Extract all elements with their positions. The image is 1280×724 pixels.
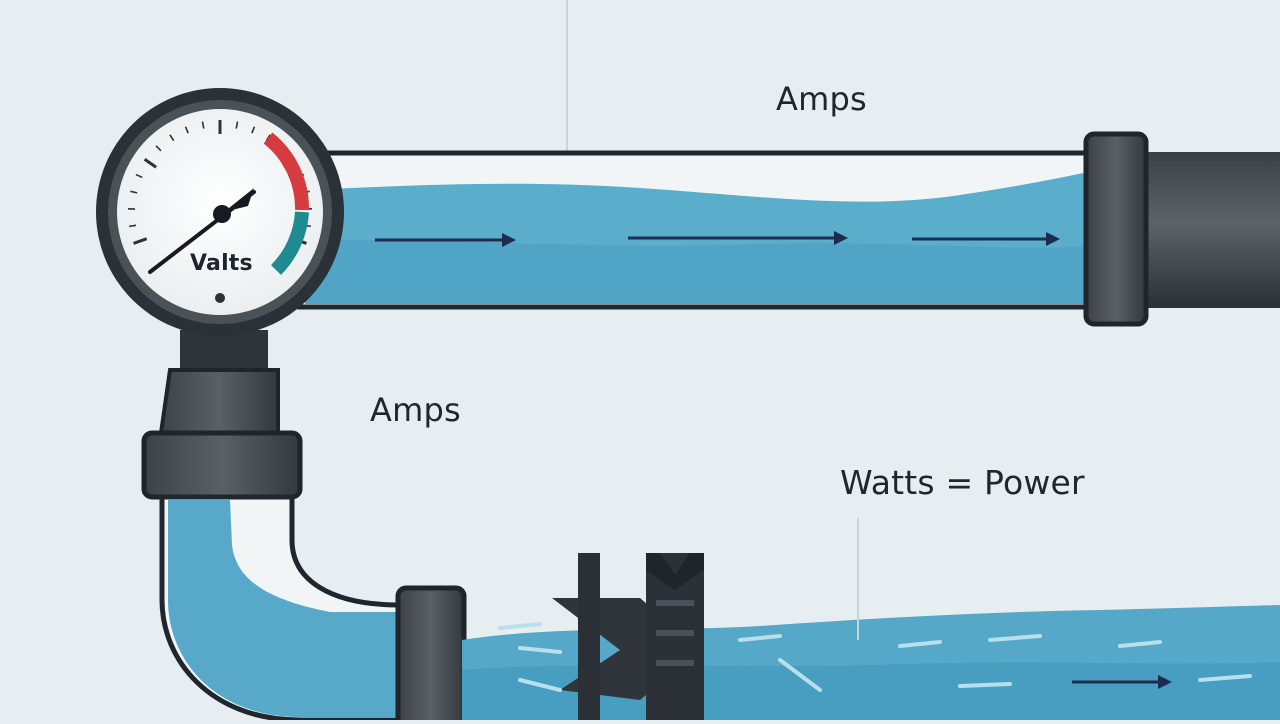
- wheel-slat-3: [656, 660, 694, 666]
- gauge-valve-body: [160, 370, 278, 440]
- pipe-coupler-right: [1086, 134, 1146, 324]
- amps-label-top: Amps: [776, 80, 867, 118]
- water-streak: [500, 624, 540, 628]
- upper-pipe: [300, 153, 1100, 307]
- pressure-gauge-icon: [96, 88, 344, 336]
- gauge-pivot: [213, 205, 231, 223]
- elbow-coupler: [398, 588, 464, 720]
- gauge-unit-label: Valts: [190, 251, 253, 276]
- wheel-slat-2: [656, 630, 694, 636]
- gauge-screw: [215, 293, 225, 303]
- elbow-pipe: [162, 497, 464, 720]
- upper-right-coupling: [1086, 134, 1280, 324]
- gauge-stem: [144, 330, 300, 497]
- water-streak: [960, 684, 1010, 686]
- upper-pipe-water-depth: [305, 240, 1098, 304]
- wheel-slat-1: [656, 600, 694, 606]
- watts-power-label: Watts = Power: [840, 463, 1085, 502]
- wheel-strut: [578, 553, 600, 720]
- amps-label-middle: Amps: [370, 391, 461, 429]
- dark-pipe-right: [1140, 152, 1280, 308]
- valve-coupler: [144, 433, 300, 497]
- gauge-neck: [180, 330, 268, 370]
- gauge-tick: [129, 225, 136, 226]
